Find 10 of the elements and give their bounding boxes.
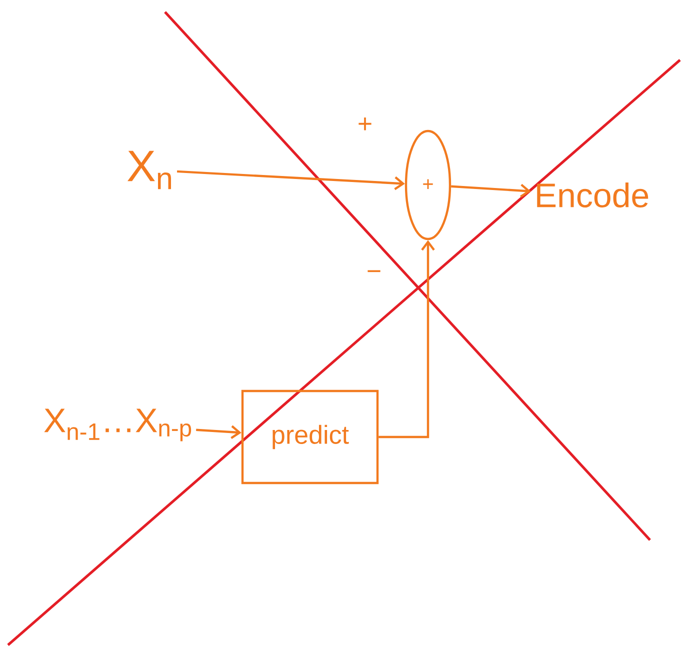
- sign-label: −: [368, 270, 380, 272]
- arrow: [451, 184, 531, 198]
- arrow: [378, 240, 435, 438]
- process-box: predict: [241, 390, 379, 484]
- sign-label: +: [358, 118, 372, 130]
- handwritten-label: X$_{n-1}$…X$_{n-p}$: [44, 408, 192, 442]
- handwritten-label: X$_{n}$: [128, 150, 171, 190]
- handwritten-label: Encode: [537, 182, 648, 208]
- arrow: [196, 425, 242, 439]
- arrow: [176, 170, 405, 190]
